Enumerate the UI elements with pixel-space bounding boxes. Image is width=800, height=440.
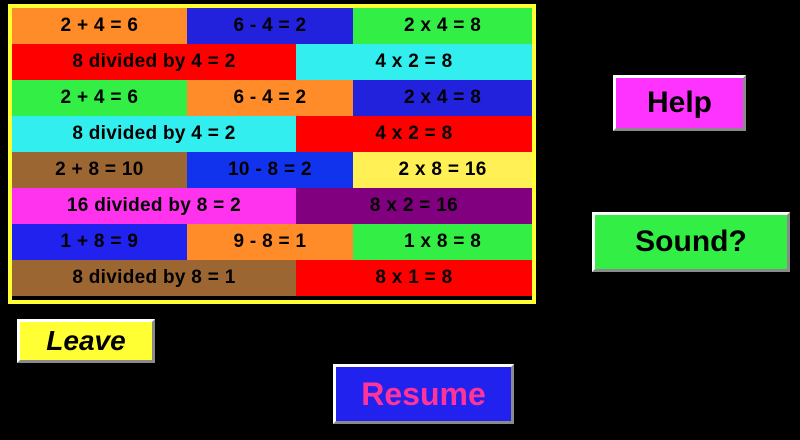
fact-cell[interactable]: 8 divided by 8 = 1 — [12, 260, 296, 296]
resume-button-label: Resume — [361, 375, 486, 412]
fact-cell[interactable]: 1 + 8 = 9 — [12, 224, 187, 260]
fact-cell[interactable]: 4 x 2 = 8 — [295, 44, 532, 80]
fact-cell[interactable]: 8 divided by 4 = 2 — [12, 116, 296, 152]
fact-cell[interactable]: 16 divided by 8 = 2 — [12, 188, 296, 224]
fact-cell[interactable]: 2 + 8 = 10 — [12, 152, 187, 188]
help-button[interactable]: Help — [613, 75, 746, 131]
resume-button[interactable]: Resume — [333, 364, 514, 424]
leave-button[interactable]: Leave — [17, 319, 155, 363]
fact-cell[interactable]: 2 + 4 = 6 — [12, 8, 187, 44]
fact-cell[interactable]: 2 x 4 = 8 — [353, 8, 532, 44]
fact-cell[interactable]: 2 + 4 = 6 — [12, 80, 187, 116]
fact-cell[interactable]: 8 x 1 = 8 — [295, 260, 532, 296]
sound-button-label: Sound? — [635, 225, 747, 258]
fact-cell[interactable]: 1 x 8 = 8 — [353, 224, 532, 260]
fact-cell[interactable]: 10 - 8 = 2 — [186, 152, 354, 188]
fact-cell[interactable]: 4 x 2 = 8 — [295, 116, 532, 152]
sound-button[interactable]: Sound? — [592, 212, 790, 272]
fact-cell[interactable]: 2 x 4 = 8 — [353, 80, 532, 116]
fact-cell[interactable]: 6 - 4 = 2 — [186, 80, 354, 116]
leave-button-label: Leave — [46, 325, 126, 356]
fact-cell[interactable]: 9 - 8 = 1 — [186, 224, 354, 260]
help-button-label: Help — [646, 86, 712, 119]
fact-cell[interactable]: 8 x 2 = 16 — [295, 188, 532, 224]
fact-cell[interactable]: 8 divided by 4 = 2 — [12, 44, 296, 80]
fact-cell[interactable]: 2 x 8 = 16 — [353, 152, 532, 188]
fact-cell[interactable]: 6 - 4 = 2 — [186, 8, 354, 44]
